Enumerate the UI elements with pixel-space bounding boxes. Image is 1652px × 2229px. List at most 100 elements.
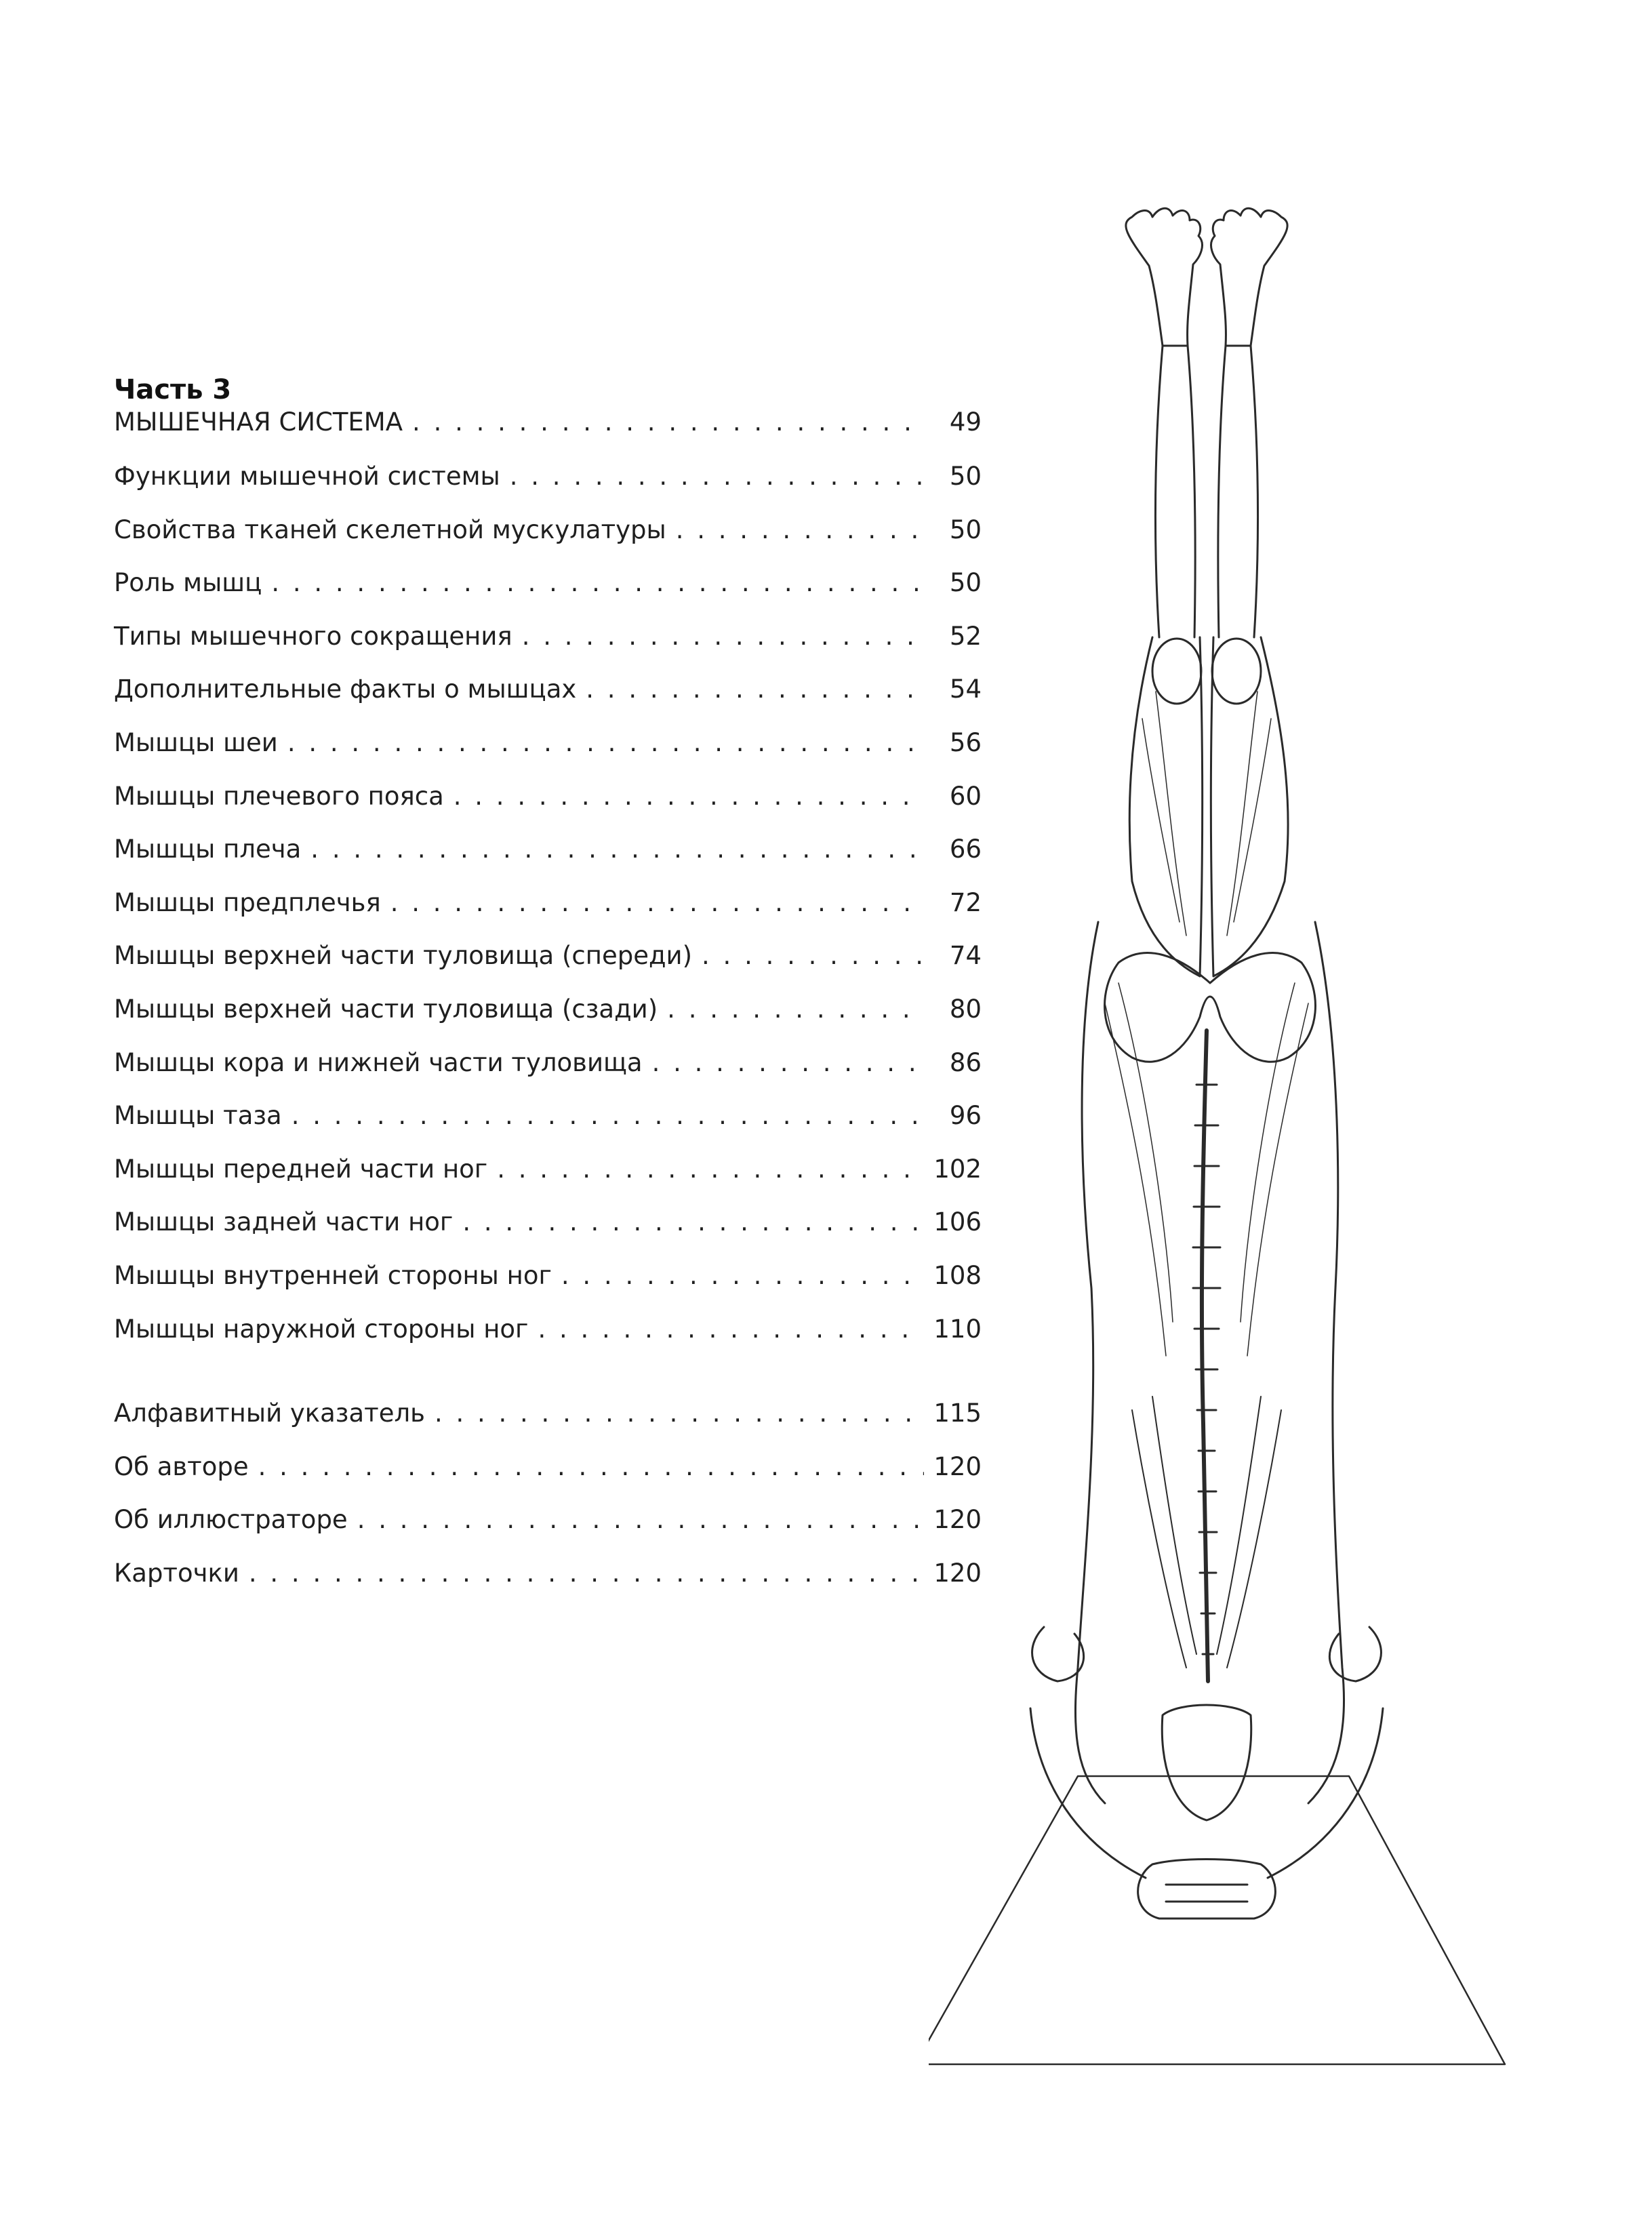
toc-entry-page-number: 50 (949, 515, 982, 544)
spine (1199, 1028, 1210, 1683)
toc-dot-leader (510, 461, 925, 492)
toc-dot-leader (522, 621, 925, 652)
toc-dot-leader (291, 1100, 925, 1131)
toc-entry-page-number: 80 (949, 994, 982, 1024)
left-shin (1154, 344, 1196, 639)
toc-dot-leader (652, 1047, 925, 1079)
toc-entry-label: Мышцы задней части ног (114, 1207, 454, 1237)
toc-entry-page-number: 56 (949, 727, 982, 757)
toc-entry-label: Алфавитный указатель (114, 1399, 425, 1428)
toc-entry-label: Мышцы верхней части туловища (сзади) (114, 994, 658, 1024)
toc-entry-label: Функции мышечной системы (114, 462, 500, 491)
toc-dot-leader (271, 567, 925, 599)
toc-entry-label: Мышцы верхней части туловища (спереди) (114, 941, 693, 971)
toc-entry-label: Мышцы плеча (114, 835, 302, 864)
toc-entry-page-number: 52 (949, 621, 982, 651)
toc-entry[interactable]: Дополнительные факты о мышцах 54 (114, 674, 982, 727)
toc-entry[interactable]: Мышцы плеча 66 (114, 834, 982, 887)
left-foot (1125, 207, 1203, 347)
toc-dot-leader (412, 407, 925, 438)
toc-entry[interactable]: Мышцы плечевого пояса60 (114, 781, 982, 835)
right-foot (1210, 207, 1289, 347)
toc-entry[interactable]: Об иллюстраторе120 (114, 1504, 982, 1558)
right-knee (1211, 637, 1262, 705)
toc-entry-page-number: 102 (933, 1154, 982, 1184)
toc-entry[interactable]: Типы мышечного сокращения 52 (114, 621, 982, 675)
toc-entry[interactable]: Мышцы задней части ног 106 (114, 1207, 982, 1260)
vertebrae (1192, 1083, 1222, 1655)
toc-entry-label: Мышцы внутренней стороны ног (114, 1260, 552, 1290)
toc-entry-label: Мышцы плечевого пояса (114, 781, 444, 811)
toc-entry[interactable]: Карточки120 (114, 1558, 982, 1611)
thigh-muscle-lines (1142, 691, 1272, 936)
right-elbow (1328, 1626, 1382, 1683)
toc-dot-leader (586, 674, 925, 705)
toc-entry[interactable]: Мышцы таза96 (114, 1100, 982, 1154)
right-thigh (1212, 636, 1289, 978)
toc-entry-label: Мышцы таза (114, 1101, 282, 1131)
toc-entry-page-number: 106 (933, 1207, 982, 1237)
torso-right (1307, 921, 1345, 1805)
toc-entry[interactable]: Роль мышц50 (114, 567, 982, 621)
toc-dot-leader (310, 834, 925, 865)
toc-dot-leader (258, 1451, 925, 1483)
torso-left (1074, 921, 1106, 1805)
toc-entry[interactable]: Мышцы шеи 56 (114, 727, 982, 781)
rib-cage (1131, 1396, 1282, 1668)
toc-dot-leader (462, 1207, 924, 1238)
toc-entry[interactable]: Мышцы кора и нижней части туловища86 (114, 1047, 982, 1101)
right-shin (1217, 344, 1259, 639)
toc-dot-leader (287, 727, 925, 759)
toc-dot-leader (454, 781, 925, 812)
head (1161, 1704, 1253, 1822)
toc-entry[interactable]: МЫШЕЧНАЯ СИСТЕМА 49 (114, 407, 982, 461)
toc-entry[interactable]: Об авторе 120 (114, 1451, 982, 1505)
toc-entry[interactable]: Мышцы верхней части туловища (спереди)74 (114, 940, 982, 994)
toc-entry-label: Свойства тканей скелетной мускулатуры (114, 515, 666, 544)
toc-dot-leader (561, 1260, 924, 1291)
toc-entry-page-number: 115 (933, 1399, 982, 1428)
toc-entry-page-number: 120 (933, 1558, 982, 1588)
back-muscle-lines (1104, 982, 1309, 1357)
toc-entry-page-number: 54 (949, 675, 982, 704)
toc-entry-label: Мышцы шеи (114, 727, 278, 757)
toc-entry-label: Дополнительные факты о мышцах (114, 675, 577, 704)
toc-entry-page-number: 120 (933, 1451, 982, 1481)
toc-entry[interactable]: Мышцы передней части ног 102 (114, 1154, 982, 1207)
left-forearm (1029, 1707, 1147, 1879)
toc-entry[interactable]: Мышцы предплечья 72 (114, 887, 982, 941)
right-thigh-inner (1209, 636, 1215, 978)
toc-dot-leader (249, 1558, 925, 1589)
toc-entry-label: Мышцы предплечья (114, 887, 381, 917)
toc-dot-leader (702, 940, 925, 971)
headstand-anatomy-illustration-icon (929, 207, 1506, 2066)
toc-entry-label: Типы мышечного сокращения (114, 621, 512, 651)
toc-entry[interactable]: Свойства тканей скелетной мускулатуры 50 (114, 515, 982, 568)
right-forearm (1266, 1707, 1384, 1879)
toc-entry-label: Мышцы передней части ног (114, 1154, 488, 1184)
toc-entry[interactable]: Мышцы внутренней стороны ног 108 (114, 1260, 982, 1314)
left-elbow (1031, 1626, 1085, 1683)
toc-entry[interactable]: Мышцы наружной стороны ног110 (114, 1314, 982, 1367)
toc-entry-page-number: 108 (933, 1260, 982, 1290)
toc-entry-page-number: 66 (949, 835, 982, 864)
toc-entry[interactable]: Функции мышечной системы 50 (114, 461, 982, 515)
toc-appendix-list: Алфавитный указатель115Об авторе120Об ил… (114, 1398, 982, 1611)
toc-entry-page-number: 72 (949, 887, 982, 917)
toc-entry-page-number: 50 (949, 462, 982, 491)
clasped-hands (1137, 1858, 1276, 1920)
toc-entry-label: Роль мышц (114, 568, 262, 598)
toc-entry-page-number: 49 (949, 407, 982, 437)
toc-entry-page-number: 86 (949, 1047, 982, 1077)
part-title: Часть 3 (114, 374, 232, 405)
toc-dot-leader (676, 515, 925, 546)
toc-entry[interactable]: Алфавитный указатель 115 (114, 1398, 982, 1451)
toc-entry-label: Об авторе (114, 1451, 249, 1481)
toc-entry[interactable]: Мышцы верхней части туловища (сзади) 80 (114, 994, 982, 1047)
toc-entry-label: МЫШЕЧНАЯ СИСТЕМА (114, 407, 403, 437)
toc-entry-page-number: 110 (933, 1314, 982, 1344)
pelvis (1104, 952, 1316, 1063)
toc-dot-leader (357, 1504, 925, 1535)
